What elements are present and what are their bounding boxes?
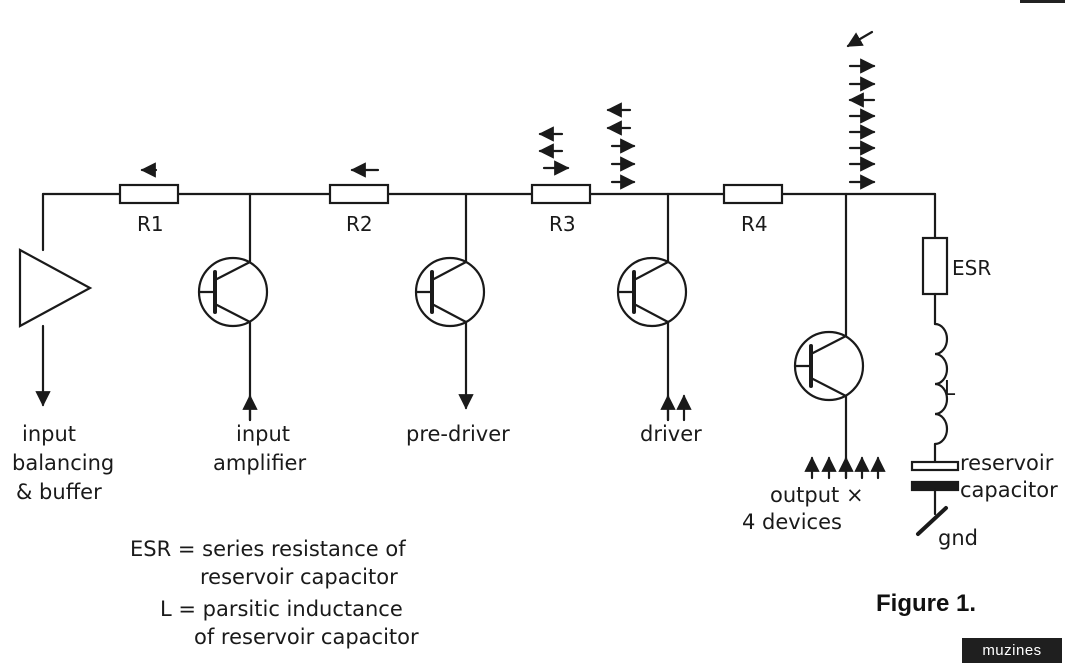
label-output-2: 4 devices xyxy=(742,510,842,534)
label-input-balancing-2: balancing xyxy=(12,451,115,475)
label-r1: R1 xyxy=(137,212,164,236)
label-gnd: gnd xyxy=(938,526,978,550)
label-r3: R3 xyxy=(549,212,576,236)
resistor-r2 xyxy=(328,183,390,205)
label-input-amplifier-1: input xyxy=(236,422,291,446)
legend-esr-line2: reservoir capacitor xyxy=(200,565,398,589)
label-r2: R2 xyxy=(346,212,373,236)
label-output-1: output × xyxy=(770,483,864,507)
ground-symbol xyxy=(916,506,948,536)
label-input-balancing-3: & buffer xyxy=(16,480,102,504)
label-pre-driver: pre-driver xyxy=(406,422,510,446)
resistor-r4 xyxy=(722,183,784,205)
label-input-balancing-1: input xyxy=(22,422,77,446)
inductor-coil xyxy=(933,322,949,446)
watermark-badge: muzines xyxy=(962,638,1062,663)
buffer-triangle xyxy=(18,248,93,328)
label-esr: ESR xyxy=(952,256,992,280)
figure-caption: Figure 1. xyxy=(876,590,977,617)
resistor-r3 xyxy=(530,183,592,205)
label-inductor: L xyxy=(944,376,956,400)
label-driver: driver xyxy=(640,422,702,446)
legend-esr-line1: ESR = series resistance of xyxy=(130,537,406,561)
label-reservoir-2: capacitor xyxy=(960,478,1058,502)
top-edge-mark xyxy=(1020,0,1065,3)
capacitor-plate-top xyxy=(910,460,960,472)
resistor-r1 xyxy=(118,183,180,205)
capacitor-plate-bottom xyxy=(910,480,960,492)
label-r4: R4 xyxy=(741,212,768,236)
label-input-amplifier-2: amplifier xyxy=(213,451,307,475)
legend-l-line2: of reservoir capacitor xyxy=(194,625,419,649)
esr-resistor xyxy=(921,236,949,296)
legend-l-line1: L = parsitic inductance xyxy=(160,597,403,621)
label-reservoir-1: reservoir xyxy=(960,451,1054,475)
